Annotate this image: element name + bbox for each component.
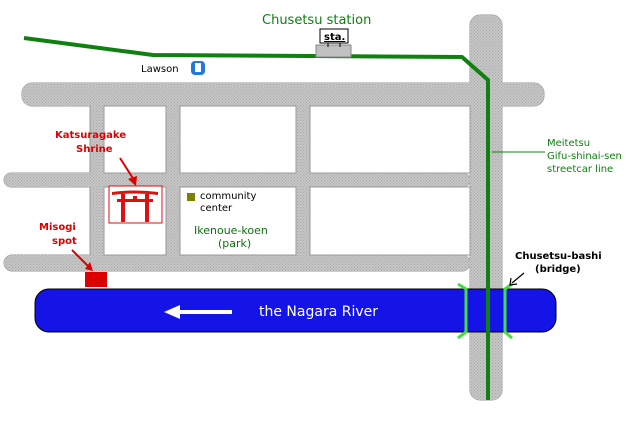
park-label-2: (park) — [218, 237, 251, 250]
station-sign-label: sta. — [324, 32, 345, 43]
park-label-1: Ikenoue-koen — [194, 224, 268, 237]
railway-label-3: streetcar line — [547, 164, 613, 175]
bridge-pointer-arrow — [509, 272, 525, 286]
misogi-label-1: Misogi — [39, 222, 76, 233]
torii-gate-icon — [112, 190, 158, 222]
river-label: the Nagara River — [259, 304, 378, 320]
station-sign-icon — [315, 28, 352, 58]
misogi-pointer-arrow — [71, 249, 93, 271]
bridge-label-2: (bridge) — [535, 264, 581, 275]
railway-label-2: Gifu-shinai-sen — [547, 151, 622, 162]
bridge — [457, 282, 513, 340]
lawson-label: Lawson — [141, 64, 179, 75]
square-marker-icon — [187, 193, 195, 201]
left-arrow-icon — [164, 305, 232, 319]
station-title: Chusetsu station — [262, 13, 371, 28]
bridge-label-1: Chusetsu-bashi — [515, 251, 602, 262]
convenience-store-icon — [191, 61, 205, 75]
shrine-label-2: Shrine — [76, 144, 113, 155]
railway-label-1: Meitetsu — [547, 138, 590, 149]
misogi-label-2: spot — [52, 236, 77, 247]
misogi-spot-marker — [85, 272, 107, 287]
shrine-pointer-arrow — [119, 157, 137, 186]
railway-line — [23, 36, 490, 400]
community-label-1: community — [200, 191, 256, 202]
shrine-label-1: Katsuragake — [55, 130, 126, 141]
community-label-2: center — [200, 203, 233, 214]
river — [34, 288, 557, 333]
